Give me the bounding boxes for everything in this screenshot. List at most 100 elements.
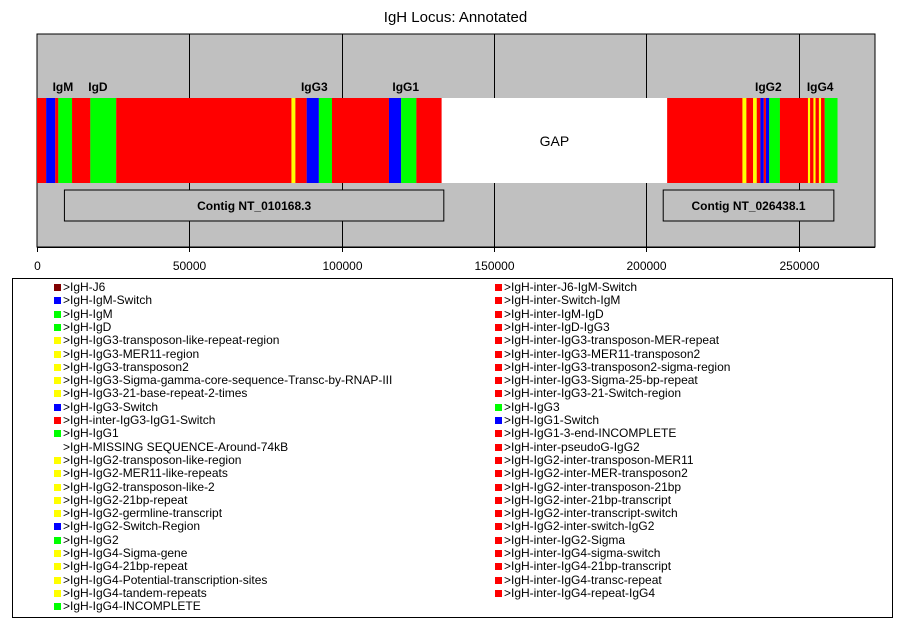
track-segment: [765, 98, 770, 183]
legend-swatch: [495, 417, 502, 424]
legend-label: >IgH-IgG4-INCOMPLETE: [63, 599, 201, 614]
chart-title: IgH Locus: Annotated: [383, 9, 528, 26]
track-segment: [756, 98, 761, 183]
track-segment: [807, 98, 811, 183]
legend-label: >IgH-IgG3-Switch: [63, 399, 159, 414]
track-segment: [37, 98, 47, 183]
legend-label: >IgH-inter-IgG4-repeat-IgG4: [504, 585, 656, 600]
track-segment: [667, 98, 743, 183]
track-segment: [58, 98, 73, 183]
track-segment: [821, 98, 825, 183]
legend-swatch: [54, 284, 61, 291]
gene-label: IgG1: [392, 80, 419, 94]
legend-label: >IgH-inter-IgM-IgD: [504, 306, 604, 321]
gene-label: IgG2: [755, 80, 782, 94]
legend-label: >IgH-IgG2-inter-MER-transposon2: [504, 466, 688, 481]
legend-swatch: [54, 350, 61, 358]
track-segment: [779, 98, 808, 183]
legend-swatch: [54, 417, 61, 424]
legend-label: >IgH-IgG1-Switch: [504, 413, 600, 427]
legend-label: >IgH-IgG4-Sigma-gene: [63, 546, 188, 560]
track-segment: [824, 98, 838, 183]
legend-swatch: [495, 523, 502, 531]
track-segment: [769, 98, 780, 183]
track-segment: [90, 98, 117, 183]
legend-swatch: [54, 563, 61, 571]
legend-label: >IgH-inter-IgG4-sigma-switch: [504, 546, 661, 560]
legend-label: >IgH-IgG3-MER11-region: [63, 346, 200, 361]
legend-swatch: [495, 576, 502, 584]
gap-label: GAP: [540, 133, 570, 149]
legend-label: >IgH-IgG4-21bp-repeat: [63, 559, 188, 574]
legend-label: >IgH-IgG2-inter-switch-IgG2: [504, 519, 655, 534]
track-segment: [813, 98, 816, 183]
track-segment: [742, 98, 747, 183]
legend-swatch: [495, 443, 502, 451]
track-segment: [441, 98, 668, 183]
legend-swatch: [495, 550, 502, 557]
gene-label: IgG3: [301, 80, 328, 94]
legend-swatch: [495, 496, 502, 504]
legend-label: >IgH-IgG2-MER11-like-repeats: [63, 466, 228, 481]
legend-swatch: [495, 323, 502, 331]
legend-label: >IgH-inter-IgG4-transc-repeat: [504, 572, 662, 587]
legend-label: >IgH-IgM: [63, 306, 113, 321]
legend-swatch: [54, 523, 61, 531]
track-segment: [116, 98, 292, 183]
legend: >IgH-J6>IgH-IgM-Switch>IgH-IgM>IgH-IgD>I…: [12, 278, 893, 618]
legend-swatch: [54, 363, 61, 371]
legend-swatch: [495, 350, 502, 358]
legend-swatch: [495, 403, 502, 411]
legend-label: >IgH-IgG2-transposon-like-2: [63, 479, 215, 494]
legend-label: >IgH-IgG2-Switch-Region: [63, 519, 201, 534]
legend-label: >IgH-IgD: [63, 319, 112, 334]
legend-swatch: [54, 430, 61, 438]
legend-swatch: [54, 603, 61, 611]
track-segment: [763, 98, 766, 183]
legend-label: >IgH-MISSING SEQUENCE-Around-74kB: [63, 439, 289, 454]
legend-label: >IgH-IgG3-transposon-like-repeat-region: [63, 333, 280, 348]
track-segment: [746, 98, 754, 183]
legend-swatch: [54, 470, 61, 478]
track-segment: [388, 98, 402, 183]
track-segment: [815, 98, 819, 183]
legend-label: >IgH-inter-pseudoG-IgG2: [504, 439, 640, 454]
track-segment: [72, 98, 91, 183]
contig-label: Contig NT_010168.3: [197, 199, 311, 213]
x-tick-label: 250000: [779, 259, 819, 273]
legend-swatch: [54, 536, 61, 544]
legend-label: >IgH-IgG2-inter-transposon-21bp: [504, 479, 682, 494]
legend-label: >IgH-J6: [63, 280, 106, 294]
legend-swatch: [495, 363, 502, 371]
legend-swatch: [495, 377, 502, 385]
legend-label: >IgH-IgG4-tandem-repeats: [63, 585, 207, 600]
x-tick-label: 150000: [474, 259, 514, 273]
legend-swatch: [495, 563, 502, 571]
legend-label: >IgH-IgG2-transposon-like-region: [63, 452, 242, 467]
legend-label: >IgH-inter-IgG4-21bp-transcript: [504, 559, 672, 574]
legend-label: >IgH-IgM-Switch: [63, 293, 153, 308]
legend-swatch: [54, 589, 61, 597]
track-segment: [753, 98, 757, 183]
legend-swatch: [54, 496, 61, 504]
legend-swatch: [54, 510, 61, 518]
legend-swatch: [54, 377, 61, 385]
legend-label: >IgH-IgG3: [504, 399, 560, 414]
legend-label: >IgH-IgG1: [63, 426, 119, 441]
track-segment: [401, 98, 417, 183]
legend-swatch: [54, 323, 61, 331]
track-segment: [810, 98, 814, 183]
track-segment: [760, 98, 764, 183]
legend-swatch: [54, 297, 61, 305]
legend-label: >IgH-inter-IgG3-MER11-transposon2: [504, 346, 701, 361]
legend-label: >IgH-IgG2: [63, 532, 119, 547]
legend-label: >IgH-IgG2-inter-21bp-transcript: [504, 492, 672, 507]
legend-swatch: [495, 337, 502, 345]
track-segment: [46, 98, 56, 183]
legend-swatch: [54, 550, 61, 557]
track-segment: [306, 98, 319, 183]
legend-label: >IgH-IgG3-transposon2: [63, 359, 189, 374]
